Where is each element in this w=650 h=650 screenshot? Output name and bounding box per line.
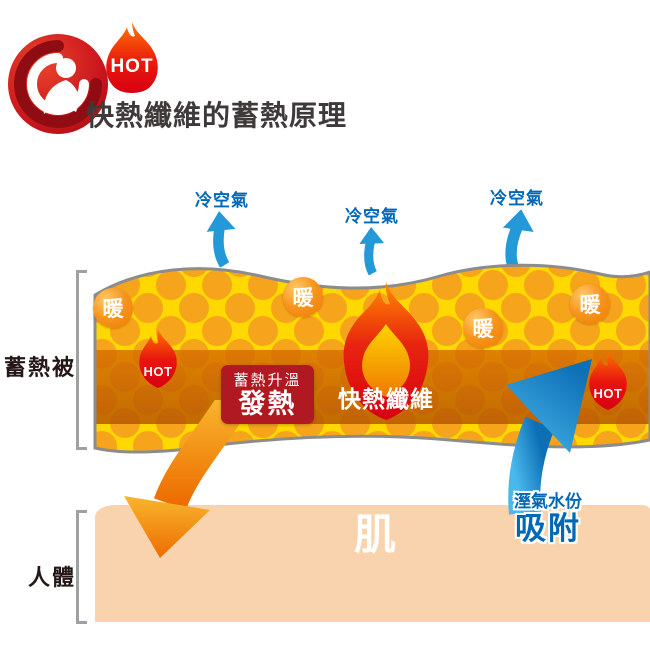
up-arrow-icon xyxy=(502,209,534,269)
flame-icon xyxy=(589,352,627,410)
warm-badge: 暖 xyxy=(570,284,610,324)
moisture-up-arrow-icon xyxy=(506,359,592,515)
heat-box: 蓄熱升溫 發熱 xyxy=(221,365,314,424)
up-arrow-icon xyxy=(359,227,385,276)
fiber-flame: 快熱纖維 xyxy=(324,280,448,428)
heat-down-arrow-icon xyxy=(124,400,250,558)
cold-air-label: 冷空氣 xyxy=(195,191,249,210)
blanket-side-label: 蓄熱被 xyxy=(4,355,77,380)
page-title: 快熱纖維的蓄熱原理 xyxy=(86,100,348,131)
heat-box-subtitle: 蓄熱升溫 xyxy=(233,372,302,390)
flame-icon xyxy=(139,330,177,388)
warm-badge: 暖 xyxy=(93,288,133,328)
flame-icon xyxy=(106,22,158,93)
big-flame-icon xyxy=(343,282,429,420)
fiber-label: 快熱纖維 xyxy=(338,386,434,412)
cold-air-label: 冷空氣 xyxy=(345,207,399,226)
hot-badge: HOT xyxy=(96,20,168,98)
hot-flame-label: HOT xyxy=(593,386,623,401)
body-side-label: 人體 xyxy=(28,565,77,590)
warm-badge-label: 暖 xyxy=(292,287,314,310)
body-bracket xyxy=(76,510,87,624)
hot-flame: HOT xyxy=(583,350,633,412)
brand-logo xyxy=(8,34,108,134)
skin-label: 肌 xyxy=(353,511,396,558)
cold-air-group: 冷空氣 xyxy=(330,202,414,276)
absorption-subtitle: 溼氣水份 xyxy=(514,492,582,511)
heat-box-title: 發熱 xyxy=(238,389,297,420)
cold-air-group: 冷空氣 xyxy=(472,184,562,269)
warm-badge-label: 暖 xyxy=(472,318,494,341)
absorption-text: 溼氣水份 吸附 xyxy=(498,487,598,546)
hot-flame-label: HOT xyxy=(143,364,173,379)
cold-air-group: 冷空氣 xyxy=(180,186,264,268)
absorption-title: 吸附 xyxy=(515,511,581,546)
warm-badge: 暖 xyxy=(463,308,503,348)
hot-flame: HOT xyxy=(133,328,183,390)
warm-badge-label: 暖 xyxy=(579,294,601,317)
warm-badge-label: 暖 xyxy=(102,298,124,321)
blanket-layer xyxy=(93,263,650,454)
up-arrow-icon xyxy=(206,211,236,268)
cold-air-label: 冷空氣 xyxy=(490,189,544,208)
warm-badge: 暖 xyxy=(283,277,323,317)
blanket-bracket xyxy=(76,270,87,450)
hot-badge-label: HOT xyxy=(110,56,154,77)
